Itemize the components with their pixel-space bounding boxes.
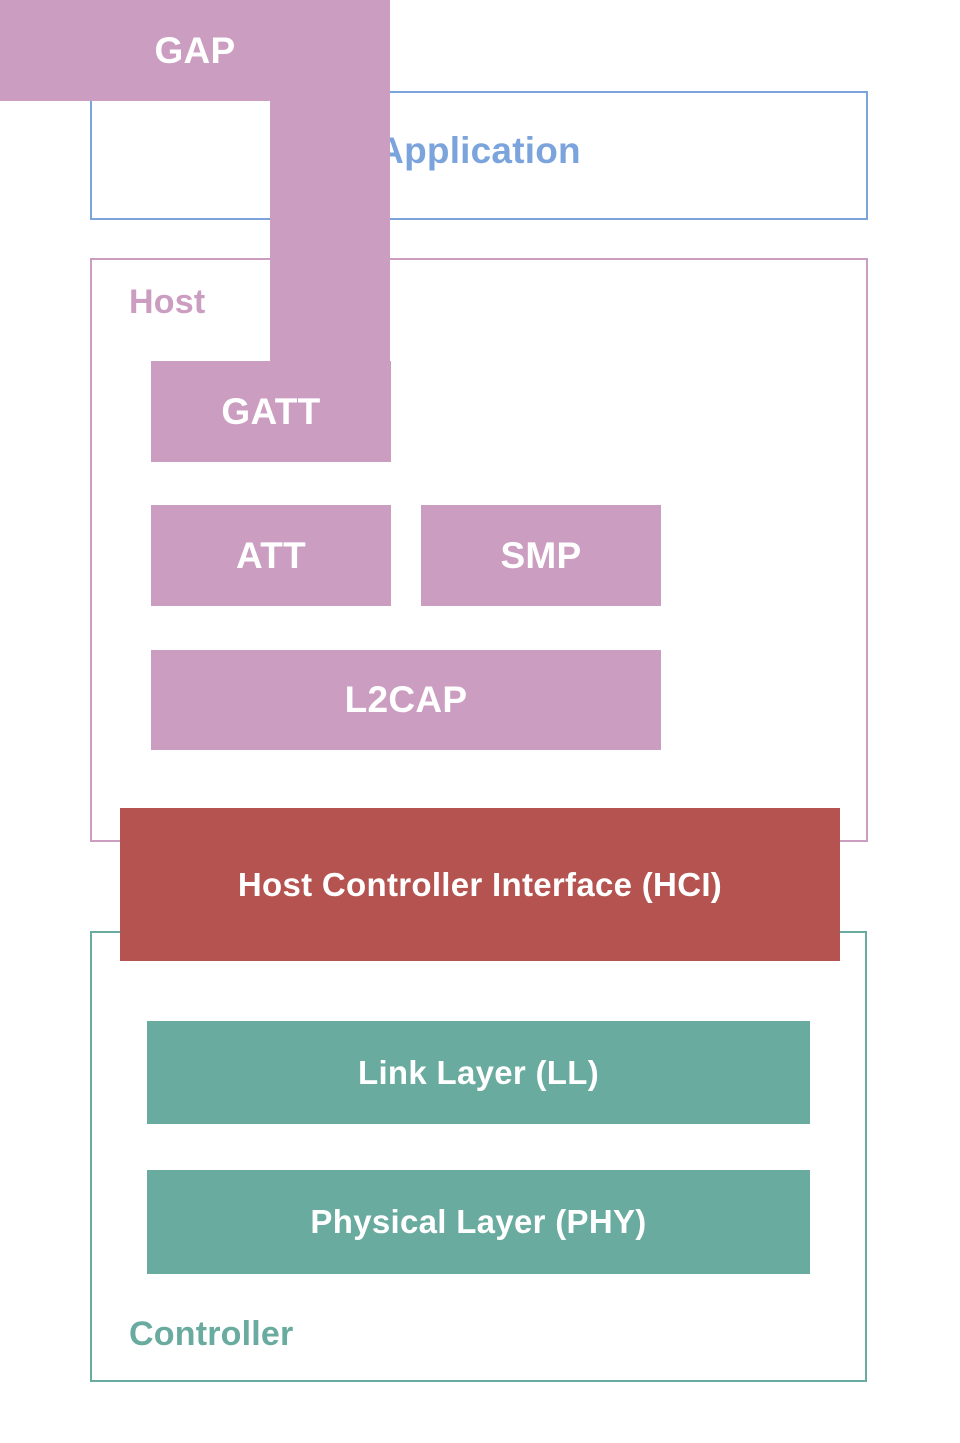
gap-top-arm — [0, 0, 390, 101]
controller-layer-label: Controller — [129, 1315, 294, 1353]
host-block-l2cap: L2CAP — [151, 650, 661, 750]
controller-block-link-layer: Link Layer (LL) — [147, 1021, 810, 1124]
host-block-gap: GAP — [0, 0, 390, 389]
gap-right-arm — [270, 101, 390, 389]
controller-block-physical-layer: Physical Layer (PHY) — [147, 1170, 810, 1274]
host-controller-interface-bar: Host Controller Interface (HCI) — [120, 808, 840, 961]
application-layer-label: Application — [377, 130, 581, 171]
application-layer-box — [90, 91, 868, 220]
host-block-att: ATT — [151, 505, 391, 606]
host-block-gap-label: GAP — [154, 29, 236, 71]
host-layer-label: Host — [129, 283, 206, 321]
host-block-smp: SMP — [421, 505, 661, 606]
